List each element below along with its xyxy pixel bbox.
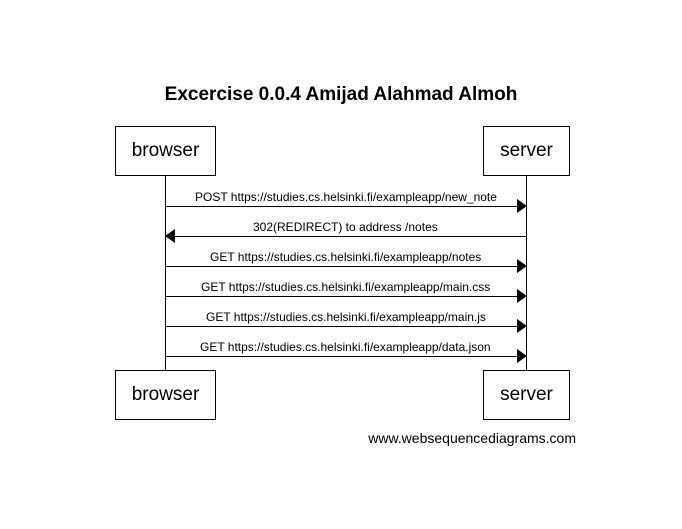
message-label: GET https://studies.cs.helsinki.fi/examp…: [199, 280, 493, 294]
server-participant-top: server: [483, 126, 570, 176]
arrow-head-right-icon: [517, 289, 527, 303]
server-lifeline: [526, 176, 527, 370]
message-line: [165, 356, 517, 357]
arrow-head-right-icon: [517, 259, 527, 273]
diagram-title: Excercise 0.0.4 Amijad Alahmad Almoh: [164, 84, 518, 105]
message-line: [165, 266, 517, 267]
message-line: [165, 206, 517, 207]
message-label: GET https://studies.cs.helsinki.fi/examp…: [198, 340, 493, 354]
message-line: [175, 236, 527, 237]
credit-link[interactable]: www.websequencediagrams.com: [368, 430, 576, 446]
message-label: POST https://studies.cs.helsinki.fi/exam…: [193, 190, 499, 204]
arrow-head-right-icon: [517, 349, 527, 363]
browser-participant-bottom: browser: [115, 370, 216, 420]
browser-participant-top: browser: [115, 126, 216, 176]
message-line: [165, 326, 517, 327]
server-participant-bottom: server: [483, 370, 570, 420]
message-label: GET https://studies.cs.helsinki.fi/examp…: [204, 310, 488, 324]
message-line: [165, 296, 517, 297]
arrow-head-right-icon: [517, 199, 527, 213]
arrow-head-left-icon: [165, 229, 175, 243]
message-label: GET https://studies.cs.helsinki.fi/examp…: [208, 250, 484, 264]
message-label: 302(REDIRECT) to address /notes: [251, 220, 440, 234]
arrow-head-right-icon: [517, 319, 527, 333]
browser-lifeline: [165, 176, 166, 370]
